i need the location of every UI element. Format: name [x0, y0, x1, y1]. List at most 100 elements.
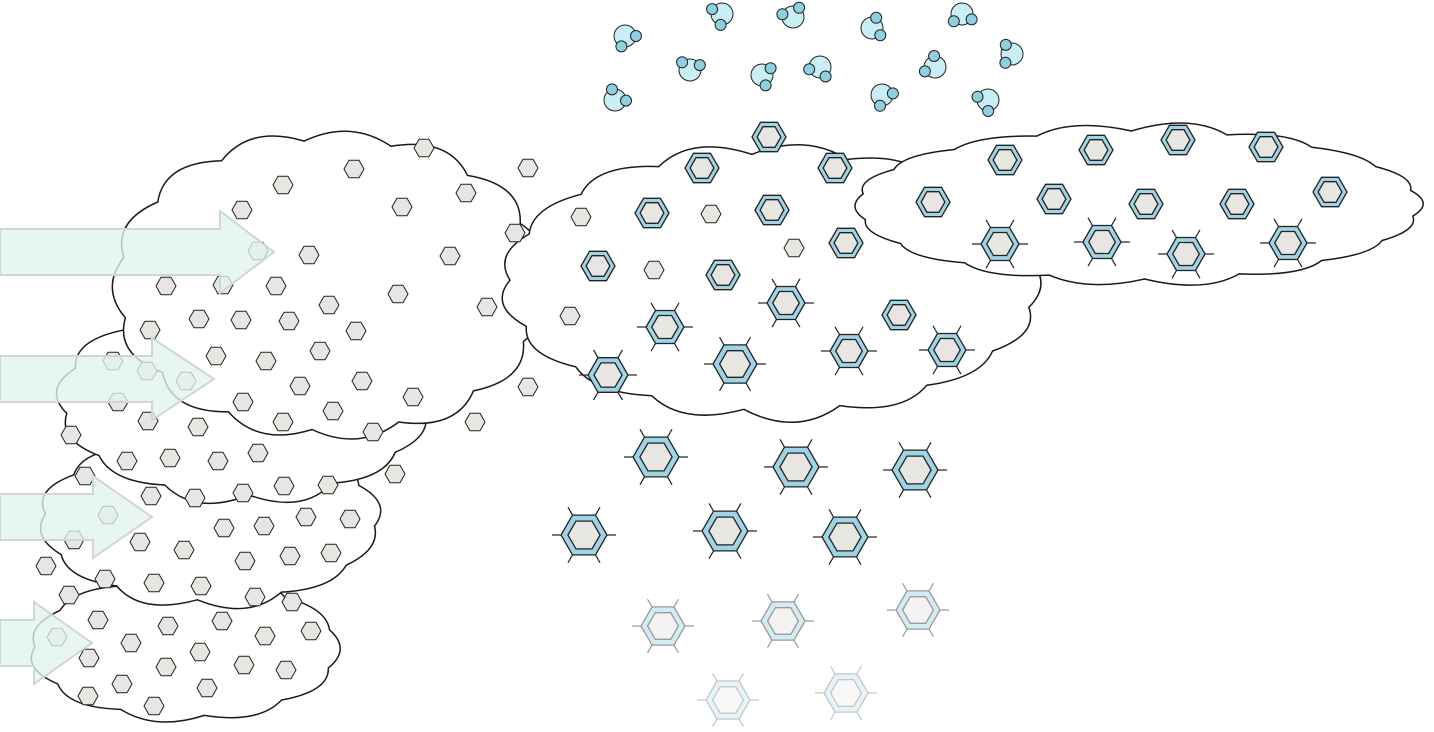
coated-particle-ligands — [1074, 217, 1130, 267]
water-molecule — [803, 55, 832, 83]
coated-particle — [634, 197, 670, 229]
water-molecule — [750, 62, 777, 92]
water-molecule — [971, 88, 1000, 117]
water-molecule — [706, 2, 734, 31]
coated-particle — [817, 152, 853, 184]
bare-particle — [233, 655, 255, 675]
bare-particle — [189, 642, 211, 662]
coated-particle-ligands — [1260, 218, 1316, 268]
bare-particle — [351, 371, 373, 391]
fading-particle — [752, 593, 814, 649]
bare-particle — [278, 311, 300, 331]
bare-particle — [783, 238, 805, 258]
water-molecule — [860, 11, 887, 42]
bare-particle — [155, 657, 177, 677]
bare-particle — [211, 611, 233, 631]
bare-particle — [402, 387, 424, 407]
bare-particle — [213, 518, 235, 538]
bare-particle — [77, 686, 99, 706]
bare-particle — [309, 341, 331, 361]
water-molecule — [870, 83, 899, 112]
bare-particle — [207, 451, 229, 471]
bare-particle — [298, 245, 320, 265]
bare-particle — [318, 295, 340, 315]
bare-particle — [116, 451, 138, 471]
coated-particle-ligands — [764, 439, 828, 495]
bare-particle — [94, 569, 116, 589]
bare-particle — [322, 401, 344, 421]
coated-particle — [1036, 183, 1072, 215]
bare-particle — [384, 464, 406, 484]
bare-particle — [155, 276, 177, 296]
bare-particle — [343, 159, 365, 179]
water-molecule — [947, 2, 978, 28]
fading-particle — [887, 582, 949, 638]
bare-particle — [275, 660, 297, 680]
bare-particle — [559, 306, 581, 326]
bare-particle — [439, 246, 461, 266]
bare-particle — [643, 260, 665, 280]
coated-particle — [881, 299, 917, 331]
coated-particle-ligands — [1158, 229, 1214, 279]
bare-particle — [232, 392, 254, 412]
coated-particle — [1078, 134, 1114, 166]
bare-particle — [387, 284, 409, 304]
fading-particle — [697, 672, 759, 728]
coated-particle-ligands — [579, 349, 637, 401]
coated-particle — [915, 186, 951, 218]
bare-particle — [273, 476, 295, 496]
water-molecule — [999, 38, 1024, 69]
coated-particle-ligands — [813, 509, 877, 565]
bare-particle — [413, 138, 435, 158]
fading-particle — [815, 665, 877, 721]
bare-particle — [254, 626, 276, 646]
inflow-arrow-2 — [0, 336, 216, 422]
bare-particle — [234, 551, 256, 571]
bare-particle — [295, 507, 317, 527]
coated-particle-ligands — [637, 302, 693, 352]
coated-particle — [754, 194, 790, 226]
bare-particle — [232, 483, 254, 503]
bare-particle — [300, 621, 322, 641]
water-molecule — [918, 50, 947, 79]
bare-particle — [517, 158, 539, 178]
bare-particle — [74, 466, 96, 486]
bare-particle — [339, 509, 361, 529]
bare-particle — [120, 633, 142, 653]
bare-particle — [247, 443, 269, 463]
bare-particle — [289, 376, 311, 396]
bare-particle — [455, 183, 477, 203]
bare-particle — [231, 200, 253, 220]
fading-particle — [632, 598, 694, 654]
coated-particle-ligands — [704, 336, 766, 392]
coated-particle — [1312, 176, 1348, 208]
coated-particle-ligands — [758, 278, 814, 328]
bare-particle — [157, 616, 179, 636]
bare-particle — [281, 592, 303, 612]
coated-particle-ligands — [919, 325, 975, 375]
bare-particle — [35, 556, 57, 576]
coated-particle-ligands — [972, 219, 1028, 269]
coated-particle-ligands — [883, 442, 947, 498]
bare-particle — [244, 587, 266, 607]
water-molecule — [676, 56, 706, 82]
coated-particle — [1248, 131, 1284, 163]
coated-particle — [1160, 124, 1196, 156]
bare-particle — [187, 417, 209, 437]
coated-particle-ligands — [624, 429, 688, 485]
bare-particle — [279, 546, 301, 566]
bare-particle — [129, 532, 151, 552]
inflow-arrow-4 — [0, 600, 94, 686]
bare-particle — [253, 516, 275, 536]
bare-particle — [265, 276, 287, 296]
coated-particle — [705, 259, 741, 291]
inflow-arrow-1 — [0, 208, 276, 296]
bare-particle — [188, 309, 210, 329]
bare-particle — [700, 204, 722, 224]
bare-particle — [205, 346, 227, 366]
bare-particle — [87, 610, 109, 630]
coated-particle-ligands — [693, 503, 757, 559]
bare-particle — [517, 377, 539, 397]
coated-particle — [1128, 188, 1164, 220]
coated-particle-ligands — [821, 326, 877, 376]
